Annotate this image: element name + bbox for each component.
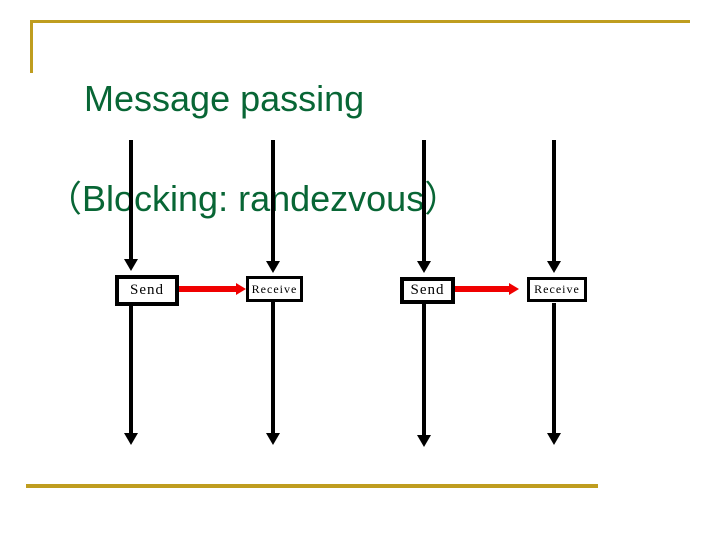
message-arrow-2-line [455,286,509,292]
lifeline-2-upper-segment [271,140,275,262]
lifeline-2-lower-segment [271,302,275,434]
title-rule-top [30,20,690,23]
lifeline-2-lower-arrowhead [266,433,280,445]
lifeline-1-lower-segment [129,306,133,434]
message-arrow-2-head [509,283,519,295]
message-arrow-1-head [236,283,246,295]
send-box-2[interactable]: Send [400,277,455,304]
send-box-1[interactable]: Send [115,275,179,306]
lifeline-4-upper-segment [552,140,556,262]
receive-box-2-label: Receive [534,282,580,296]
footer-rule [26,484,598,488]
receive-box-1-label: Receive [251,281,298,296]
lifeline-3-upper-arrowhead [417,261,431,273]
receive-box-1[interactable]: Receive [246,276,303,302]
send-box-1-label: Send [130,282,164,298]
lifeline-1-lower-arrowhead [124,433,138,445]
lifeline-1-upper-arrowhead [124,259,138,271]
lifeline-4-lower-segment [552,303,556,434]
lifeline-3-lower-arrowhead [417,435,431,447]
lifeline-3-lower-segment [422,304,426,436]
send-box-2-label: Send [410,282,445,298]
title-rule-tick [30,20,33,73]
lifeline-4-upper-arrowhead [547,261,561,273]
lifeline-1-upper-segment [129,140,133,260]
message-arrow-1-line [179,286,236,292]
lifeline-3-upper-segment [422,140,426,262]
title-line-1: Message passing [84,78,365,119]
lifeline-2-upper-arrowhead [266,261,280,273]
receive-box-2[interactable]: Receive [527,277,587,302]
lifeline-4-lower-arrowhead [547,433,561,445]
